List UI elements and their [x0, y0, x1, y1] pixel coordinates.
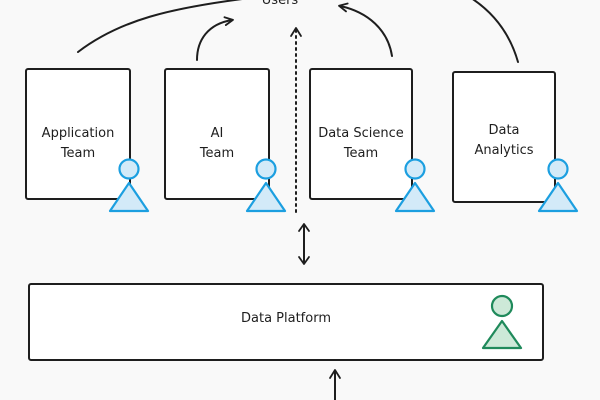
team-label: AI Team: [199, 126, 235, 161]
team-box-ai[interactable]: AI Team: [164, 68, 270, 200]
team-label: Application Team: [41, 126, 115, 161]
users-label: Users: [261, 0, 299, 8]
data-platform-box[interactable]: Data Platform: [28, 283, 544, 361]
data-platform-label: Data Platform: [241, 311, 331, 326]
user-icon: [108, 158, 150, 213]
team-label: Data Science Team: [318, 126, 404, 161]
bidirectional-arrow-top: [298, 223, 310, 232]
user-icon: [394, 158, 436, 213]
team-box-data-science[interactable]: Data Science Team: [309, 68, 413, 200]
platform-user-icon: [481, 294, 523, 350]
ai-team-to-users-arrow: [196, 16, 234, 61]
ds-team-to-users-arrow: [338, 2, 393, 57]
dotted-connector-arrowhead: [290, 27, 302, 37]
user-icon: [537, 158, 579, 213]
analytics-to-users-arrow: [472, 0, 519, 63]
app-team-to-users-arrow: [77, 0, 243, 53]
team-label: Data Analytics: [474, 123, 534, 158]
team-box-application[interactable]: Application Team: [25, 68, 131, 200]
bidirectional-arrow-bottom: [298, 256, 310, 265]
user-icon: [245, 158, 287, 213]
team-box-data-analytics[interactable]: Data Analytics: [452, 71, 556, 203]
incoming-arrow-head: [329, 369, 341, 379]
